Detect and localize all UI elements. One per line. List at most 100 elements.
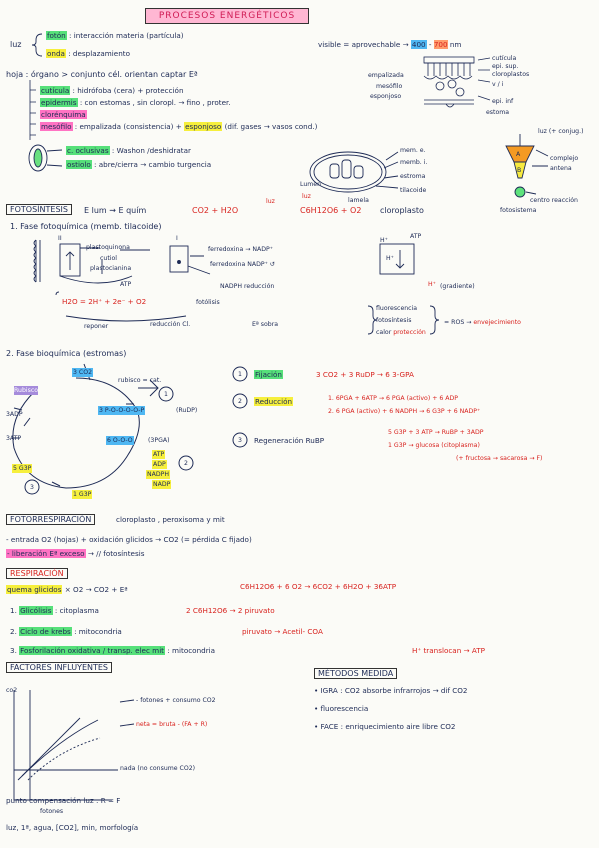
- resp-f-line: 3. Fosforilación oxidativa / transp. ele…: [10, 646, 215, 655]
- factores-co2: co2: [6, 687, 18, 694]
- resp-g-hl: Glicólisis: [19, 606, 53, 615]
- label-episup: epi. sup.: [492, 63, 519, 70]
- fase1-envej: envejecimiento: [473, 319, 521, 326]
- fase1-fluorescencia: fluorescencia: [376, 305, 418, 312]
- fs-luz: luz (+ conjug.): [538, 128, 584, 135]
- fase2-c3: 3: [30, 484, 34, 491]
- fase2-g3p1: 1 G3P: [72, 490, 93, 499]
- respiracion-quema: × O2 → CO2 + Eª: [64, 585, 128, 594]
- metodos-header: MÉTODOS MEDIDA: [314, 668, 398, 679]
- fotorresp-l1: - entrada O2 (hojas) + oxidación glicido…: [6, 535, 252, 544]
- resp-g-eq: 2 C6H12O6 → 2 piruvato: [186, 606, 275, 615]
- label-estoma: estoma: [486, 109, 510, 116]
- fase1-cutiol: cutiol: [100, 255, 117, 262]
- label-esponjoso: esponjoso: [370, 93, 402, 100]
- label-tilacoide: tilacoide: [400, 187, 427, 194]
- ostiolo-desc: : abre/cierra → cambio turgencia: [94, 160, 212, 169]
- resp-f: : mitocondria: [167, 646, 216, 655]
- factores-punto: punto compensación luz : R = F: [6, 796, 121, 805]
- mesofilo-desc: : empalizada (consistencia) +: [74, 122, 182, 131]
- fotosintesis-luz: luz: [266, 198, 275, 205]
- luz-brace: [31, 33, 43, 57]
- fase2-c1: 1: [164, 391, 168, 398]
- oclusivas-desc: : Washon /deshidratar: [111, 146, 191, 155]
- fase1-calor-line: calor protección: [376, 328, 426, 337]
- fase1-reponer: reponer: [84, 323, 109, 330]
- epidermis-term: epidermis: [40, 98, 78, 107]
- respiracion-eq: C6H12O6 + 6 O2 → 6CO2 + 6H2O + 36ATP: [240, 582, 397, 591]
- foton-term: fotón: [46, 31, 67, 40]
- fase1-hmas2: H⁺: [386, 255, 394, 262]
- fase1-gradiente: (gradiente): [440, 283, 475, 290]
- fase2-rudp: 3 P-O-O-O-O-P: [98, 406, 146, 415]
- resp-f-num: 3.: [10, 646, 17, 655]
- fotosintesis-lugar: cloroplasto: [380, 206, 424, 215]
- fase1-ros-line: = ROS → envejecimiento: [444, 318, 521, 327]
- fotorresp-l2-line: - liberación Eª exceso → // fotosíntesis: [6, 549, 144, 558]
- metodos-irga: • IGRA : CO2 absorbe infrarrojos → dif C…: [314, 686, 468, 695]
- label-lamela: lamela: [348, 197, 369, 204]
- fase1-i: I: [176, 235, 178, 242]
- label-empalizada: empalizada: [368, 72, 404, 79]
- epidermis-desc: : con estomas , sin cloropl. → fino , pr…: [79, 98, 231, 107]
- fase1-plastocianina: plastocianina: [90, 265, 132, 272]
- fase2-gpga-lbl: (3PGA): [148, 437, 170, 444]
- visible-text: visible = aprovechable →: [318, 40, 409, 49]
- label-mesofilo: mesófilo: [376, 83, 403, 90]
- resp-k-eq: piruvato → Acetil- COA: [242, 627, 323, 636]
- fase2-reg-eq2: 1 G3P → glucosa (citoplasma): [388, 442, 480, 449]
- luz-onda-line: onda : desplazamiento: [46, 49, 130, 58]
- fase2-reg-eq1: 5 G3P + 3 ATP → RuBP + 3ADP: [388, 429, 484, 436]
- resp-k-hl: Ciclo de krebs: [19, 627, 72, 636]
- resp-f-hl: Fosforilación oxidativa / transp. elec m…: [19, 646, 166, 655]
- fotosintesis-header: FOTOSÍNTESIS: [6, 204, 72, 215]
- oclusivas-line: c. oclusivas : Washon /deshidratar: [66, 146, 191, 155]
- visible-700: 700: [433, 40, 448, 49]
- resp-g-line: 1. Glicólisis : citoplasma: [10, 606, 99, 615]
- chloroplast-drawing: [309, 151, 399, 193]
- page-title: PROCESOS ENERGÉTICOS: [145, 8, 309, 24]
- fase1-hgrad: H⁺: [428, 281, 436, 288]
- fotosintesis-prod: C6H12O6 + O2: [300, 206, 362, 215]
- cuticula-term: cutícula: [40, 86, 71, 95]
- mesofilo-line: mesófilo : empalizada (consistencia) + e…: [40, 122, 317, 131]
- fase2-nadph: NADPH: [146, 470, 171, 479]
- fase2-adp3: 3ADP: [6, 411, 23, 418]
- stoma-drawing: [28, 144, 63, 172]
- fase2-reg-eq3: (+ fructosa → sacarosa → F): [456, 455, 543, 462]
- onda-term: onda: [46, 49, 66, 58]
- visible-nm: nm: [449, 40, 462, 49]
- hoja-tree: [29, 80, 36, 140]
- fotosintesis-eq: CO2 + H2O: [192, 206, 239, 215]
- label-estroma: estroma: [400, 173, 426, 180]
- visible-400: 400: [410, 40, 427, 49]
- label-cloroplastos: cloroplastos: [492, 71, 530, 78]
- resp-f-eq: H⁺ translocan → ATP: [412, 646, 485, 655]
- fase2-atp3: 3ATP: [6, 435, 22, 442]
- fotorresp-l2: → // fotosíntesis: [87, 549, 145, 558]
- label-memi: memb. i.: [400, 159, 428, 166]
- fase1-plastoquinona: plastoquinona: [86, 244, 130, 251]
- clorenquima-line: clorénquima: [40, 110, 87, 119]
- factores-header: FACTORES INFLUYENTES: [6, 662, 113, 673]
- fase1-ii: II: [58, 235, 62, 242]
- fase2-reg: Regeneración RuBP: [254, 436, 325, 445]
- fase2-atp6: ATP: [152, 450, 166, 459]
- fase2-red-eq2: 2. 6 PGA (activo) + 6 NADPH → 6 G3P + 6 …: [328, 408, 481, 415]
- fs-b: B: [517, 167, 522, 174]
- fotorresp-l2-hl: - liberación Eª exceso: [6, 549, 86, 558]
- resp-k-num: 2.: [10, 627, 17, 636]
- resp-k: : mitocondria: [74, 627, 122, 636]
- fase1-title: 1. Fase fotoquímica (memb. tilacoide): [10, 222, 162, 231]
- esponjoso-desc: (dif. gases → vasos cond.): [224, 122, 318, 131]
- label-vi: v / i: [492, 81, 504, 88]
- ostiolo-line: ostiolo : abre/cierra → cambio turgencia: [66, 160, 211, 169]
- metodos-fluor: • fluorescencia: [314, 704, 369, 713]
- fase2-reg-num: 3: [238, 437, 242, 444]
- fase2-rudp-lbl: (RuDP): [176, 407, 198, 414]
- respiracion-quema-line: quema glicidos × O2 → CO2 + Eª: [6, 585, 128, 594]
- fase2-gpga: 6 O-O-O: [106, 436, 134, 445]
- fase2-c2: 2: [184, 460, 188, 467]
- fase2-fij-num: 1: [238, 371, 242, 378]
